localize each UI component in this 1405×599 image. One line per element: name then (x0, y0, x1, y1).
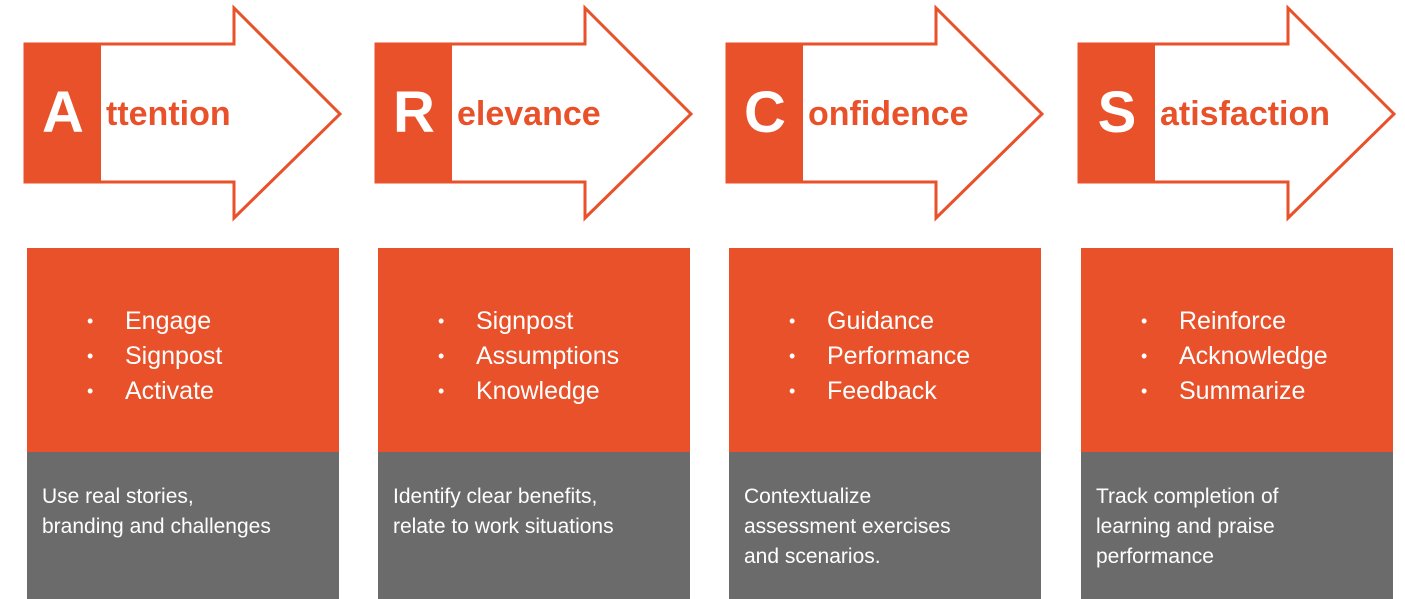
bullet-icon: • (438, 346, 445, 366)
list-item: •Summarize (1141, 377, 1306, 405)
list-item: •Acknowledge (1141, 342, 1328, 370)
arrow-shape-relevance (374, 4, 694, 222)
list-item: •Reinforce (1141, 307, 1286, 335)
description-panel: Track completion of learning and praise … (1081, 452, 1393, 599)
strategies-panel: •Signpost •Assumptions •Knowledge (378, 248, 690, 452)
bullet-icon: • (438, 311, 445, 331)
bullet-icon: • (87, 346, 94, 366)
stage-letter: A (42, 80, 84, 145)
bullet-icon: • (1141, 311, 1148, 331)
bullet-icon: • (87, 381, 94, 401)
stage-title-rest: atisfaction (1160, 95, 1331, 133)
list-item: •Signpost (438, 307, 574, 335)
description-panel: Contextualize assessment exercises and s… (729, 452, 1041, 599)
stage-letter: R (393, 80, 435, 145)
stage-title-rest: onfidence (808, 95, 969, 133)
stage-column-attention: A ttention •Engage •Signpost •Activate U… (0, 0, 370, 599)
stage-letter: S (1097, 80, 1137, 145)
description-panel: Use real stories, branding and challenge… (27, 452, 339, 599)
stage-column-satisfaction: S atisfaction •Reinforce •Acknowledge •S… (1054, 0, 1405, 599)
stage-title-rest: elevance (457, 95, 601, 133)
list-item: •Activate (87, 377, 214, 405)
description-text: Track completion of learning and praise … (1096, 485, 1279, 568)
strategies-list: •Guidance •Performance •Feedback (789, 304, 970, 409)
bullet-icon: • (438, 381, 445, 401)
stage-letter-box: R (376, 44, 452, 182)
description-text: Contextualize assessment exercises and s… (744, 485, 951, 568)
list-item: •Performance (789, 342, 971, 370)
bullet-icon: • (87, 311, 94, 331)
description-panel: Identify clear benefits, relate to work … (378, 452, 690, 599)
list-item: •Engage (87, 307, 212, 335)
list-item: •Assumptions (438, 342, 620, 370)
list-item: •Knowledge (438, 377, 600, 405)
strategies-list: •Signpost •Assumptions •Knowledge (438, 304, 619, 409)
description-text: Identify clear benefits, relate to work … (393, 485, 614, 538)
strategies-panel: •Reinforce •Acknowledge •Summarize (1081, 248, 1393, 452)
stage-column-relevance: R elevance •Signpost •Assumptions •Knowl… (351, 0, 721, 599)
strategies-list: •Engage •Signpost •Activate (87, 304, 222, 409)
list-item: •Feedback (789, 377, 937, 405)
list-item: •Signpost (87, 342, 223, 370)
arrow-shape-satisfaction (1077, 4, 1397, 222)
bullet-icon: • (1141, 346, 1148, 366)
strategies-panel: •Engage •Signpost •Activate (27, 248, 339, 452)
bullet-icon: • (789, 311, 796, 331)
bullet-icon: • (1141, 381, 1148, 401)
bullet-icon: • (789, 381, 796, 401)
stage-letter-box: S (1079, 44, 1155, 182)
strategies-list: •Reinforce •Acknowledge •Summarize (1141, 304, 1328, 409)
stage-letter-box: C (727, 44, 803, 182)
description-text: Use real stories, branding and challenge… (42, 485, 271, 538)
arrow-shape-confidence (725, 4, 1045, 222)
strategies-panel: •Guidance •Performance •Feedback (729, 248, 1041, 452)
list-item: •Guidance (789, 307, 935, 335)
stage-title-rest: ttention (106, 95, 231, 133)
stage-letter-box: A (25, 44, 101, 182)
arrow-shape-attention (23, 4, 343, 222)
bullet-icon: • (789, 346, 796, 366)
stage-letter: C (744, 80, 786, 145)
stage-column-confidence: C onfidence •Guidance •Performance •Feed… (702, 0, 1072, 599)
